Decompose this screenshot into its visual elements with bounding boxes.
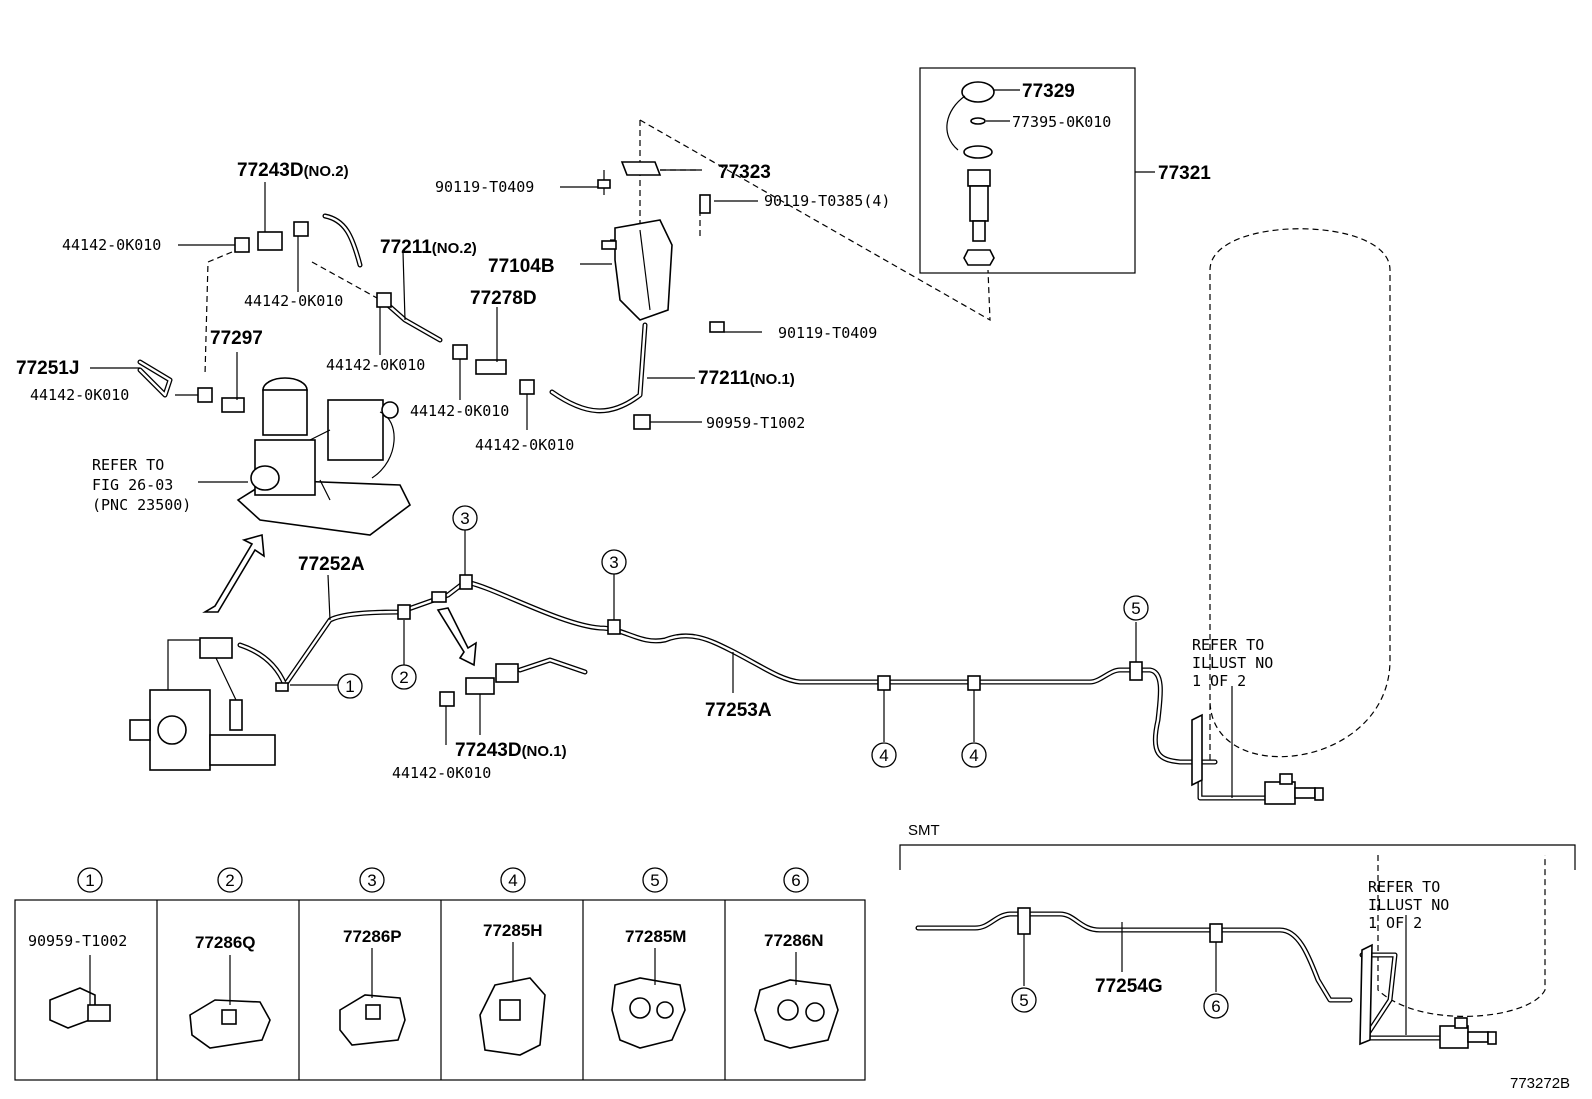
svg-text:6: 6 [791,871,800,890]
svg-text:1: 1 [85,871,94,890]
refer-illust-line1: REFER TO [1192,636,1264,654]
callout-5: 5 [1123,595,1149,621]
callout-4b: 4 [961,742,987,768]
pump-assembly-icon [236,377,412,536]
label-44142-e: 44142-0K010 [410,402,509,420]
pressure-switch-icon [1439,1017,1497,1049]
refer-illust-line3: 1 OF 2 [1192,672,1246,690]
label-77253A: 77253A [705,700,772,721]
label-90959-T1002: 90959-T1002 [706,414,805,432]
svg-text:2: 2 [399,668,408,687]
label-44142-a: 44142-0K010 [62,236,161,254]
refer-fig-line2: FIG 26-03 [92,476,173,494]
clip-part-1: 90959-T1002 [28,932,127,950]
svg-text:4: 4 [969,746,978,765]
clips-table [14,899,866,1081]
svg-text:3: 3 [609,553,618,572]
clip-icon [754,952,839,1049]
pressure-switch-icon [946,81,995,266]
bracket-icon [597,170,725,333]
accumulator-tank-icon [1377,855,1546,1017]
callout-4a: 4 [871,742,897,768]
svg-text:77211(NO.1): 77211(NO.1) [698,368,795,389]
svg-text:1: 1 [345,677,354,696]
clip-icon [611,948,686,1049]
pressure-switch-icon [1264,773,1324,805]
label-77211-no2: 77211 [380,237,432,258]
label-77211-no1: 77211 [698,368,750,389]
callout-1: 1 [337,673,363,699]
label-90119-T0409-b: 90119-T0409 [778,324,877,342]
refer-fig-line3: (PNC 23500) [92,496,191,514]
callout-2: 2 [391,664,417,690]
svg-text:77243D(NO.2): 77243D(NO.2) [237,160,349,181]
label-44142-c: 44142-0K010 [326,356,425,374]
clip-header-4: 4 [500,867,526,893]
label-44142-g: 44142-0K010 [392,764,491,782]
clip-header-3: 3 [359,867,385,893]
svg-text:2: 2 [225,871,234,890]
clip-icon [479,942,546,1056]
label-44142-b: 44142-0K010 [244,292,343,310]
callout-3b: 3 [601,549,627,575]
smt-refer-line1: REFER TO [1368,878,1440,896]
svg-text:5: 5 [1131,599,1140,618]
label-90119-T0409-a: 90119-T0409 [435,178,534,196]
label-77329: 77329 [1022,81,1075,102]
clip-header-1: 1 [77,867,103,893]
clip-part-3: 77286P [343,927,402,946]
refer-fig-line1: REFER TO [92,456,164,474]
label-77254G: 77254G [1095,976,1163,997]
valve-block-icon [129,637,289,771]
clip-header-6: 6 [783,867,809,893]
clip-part-4: 77285H [483,921,543,940]
label-77323: 77323 [718,162,771,183]
svg-text:77211(NO.2): 77211(NO.2) [380,237,477,258]
label-77252A: 77252A [298,554,365,575]
clip-part-5: 77285M [625,927,686,946]
clip-header-5: 5 [642,867,668,893]
svg-text:6: 6 [1211,997,1220,1016]
pressure-switch-group-box [919,67,1136,274]
label-77395: 77395-0K010 [1012,113,1111,131]
smt-callout-5: 5 [1011,987,1037,1013]
smt-refer-line2: ILLUST NO [1368,896,1449,914]
smt-callout-6: 6 [1203,993,1229,1019]
label-77243D-no2: 77243D [237,160,304,181]
svg-text:3: 3 [460,509,469,528]
clip-header-2: 2 [217,867,243,893]
smt-refer-line3: 1 OF 2 [1368,914,1422,932]
label-77104B: 77104B [488,256,555,277]
fitting-icon [439,657,588,707]
clip-icon [189,955,271,1049]
clip-icon [49,955,111,1029]
label-77251J: 77251J [16,358,79,379]
label-44142-f: 44142-0K010 [475,436,574,454]
svg-text:4: 4 [508,871,517,890]
accumulator-tank-icon [1209,228,1391,760]
svg-text:5: 5 [1019,991,1028,1010]
svg-text:77243D(NO.1): 77243D(NO.1) [455,740,567,761]
svg-text:5: 5 [650,871,659,890]
callout-3a: 3 [452,505,478,531]
clip-icon [339,948,406,1046]
label-77243D-no1: 77243D [455,740,522,761]
label-44142-d: 44142-0K010 [30,386,129,404]
smt-title: SMT [908,822,940,839]
clip-part-2: 77286Q [195,933,256,952]
clip-part-6: 77286N [764,931,824,950]
figure-id: 773272B [1510,1075,1570,1092]
svg-text:4: 4 [879,746,888,765]
label-90119-T0385: 90119-T0385(4) [764,192,890,210]
svg-text:3: 3 [367,871,376,890]
refer-illust-line2: ILLUST NO [1192,654,1273,672]
fitting-icon [197,221,651,430]
label-77321: 77321 [1158,163,1211,184]
label-77297: 77297 [210,328,263,349]
label-77278D: 77278D [470,288,537,309]
